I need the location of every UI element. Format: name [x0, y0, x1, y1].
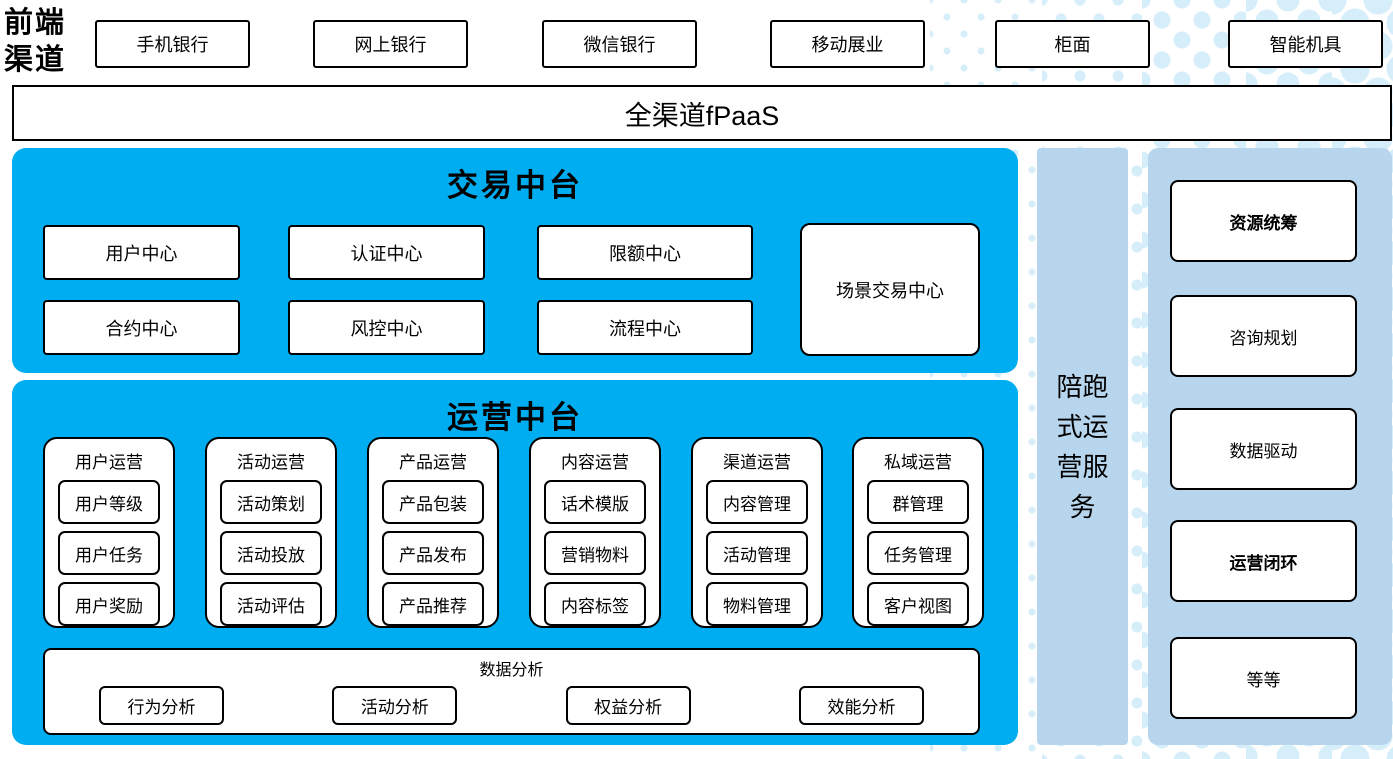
group-channel-operations: 渠道运营 内容管理 活动管理 物料管理 — [691, 437, 823, 628]
op-item: 用户奖励 — [58, 582, 160, 626]
channel-box-smart-devices: 智能机具 — [1228, 20, 1383, 68]
op-item: 活动管理 — [706, 531, 808, 575]
data-analysis-title: 数据分析 — [479, 662, 544, 679]
op-item: 内容标签 — [544, 582, 646, 626]
op-item: 营销物料 — [544, 531, 646, 575]
box-process-center: 流程中心 — [537, 300, 753, 355]
group-activity-operations: 活动运营 活动策划 活动投放 活动评估 — [205, 437, 337, 628]
box-consulting-planning: 咨询规划 — [1170, 295, 1357, 377]
group-header: 内容运营 — [561, 453, 629, 472]
companion-operations-service-label: 陪跑式运营服务 — [1056, 371, 1109, 522]
transaction-platform-section: 交易中台 用户中心 认证中心 限额中心 合约中心 风控中心 流程中心 场景交易中… — [12, 148, 1018, 373]
services-panel: 资源统筹 咨询规划 数据驱动 运营闭环 等等 — [1148, 148, 1392, 745]
data-analysis-panel: 数据分析 行为分析 活动分析 权益分析 效能分析 — [43, 648, 980, 735]
op-item: 产品推荐 — [382, 582, 484, 626]
op-item: 任务管理 — [867, 531, 969, 575]
box-operations-closed-loop: 运营闭环 — [1170, 520, 1357, 602]
channel-box-wechat-banking: 微信银行 — [542, 20, 697, 68]
op-item: 活动投放 — [220, 531, 322, 575]
op-item: 物料管理 — [706, 582, 808, 626]
op-item: 客户视图 — [867, 582, 969, 626]
data-analysis-row: 行为分析 活动分析 权益分析 效能分析 — [45, 686, 978, 725]
box-scenario-transaction-center: 场景交易中心 — [800, 223, 980, 356]
op-item: 活动评估 — [220, 582, 322, 626]
op-item: 用户等级 — [58, 480, 160, 524]
channel-box-mobile-marketing: 移动展业 — [770, 20, 925, 68]
op-item: 活动策划 — [220, 480, 322, 524]
channel-box-online-banking: 网上银行 — [313, 20, 468, 68]
group-product-operations: 产品运营 产品包装 产品发布 产品推荐 — [367, 437, 499, 628]
op-item: 群管理 — [867, 480, 969, 524]
op-item: 内容管理 — [706, 480, 808, 524]
group-header: 产品运营 — [399, 453, 467, 472]
box-resource-coordination: 资源统筹 — [1170, 180, 1357, 262]
companion-operations-service-bar: 陪跑式运营服务 — [1037, 148, 1128, 745]
box-contract-center: 合约中心 — [43, 300, 240, 355]
group-header: 渠道运营 — [723, 453, 791, 472]
operations-platform-title: 运营中台 — [447, 400, 583, 435]
transaction-platform-title: 交易中台 — [447, 168, 583, 203]
group-header: 用户运营 — [75, 453, 143, 472]
group-header: 活动运营 — [237, 453, 305, 472]
group-user-operations: 用户运营 用户等级 用户任务 用户奖励 — [43, 437, 175, 628]
channel-box-counter: 柜面 — [995, 20, 1150, 68]
front-channels-label: 前端渠道 — [4, 7, 67, 76]
box-etc: 等等 — [1170, 637, 1357, 719]
box-data-driven: 数据驱动 — [1170, 408, 1357, 490]
box-activity-analysis: 活动分析 — [332, 686, 458, 725]
op-item: 用户任务 — [58, 531, 160, 575]
channel-box-mobile-banking: 手机银行 — [95, 20, 250, 68]
box-benefit-analysis: 权益分析 — [565, 686, 691, 725]
group-content-operations: 内容运营 话术模版 营销物料 内容标签 — [529, 437, 661, 628]
group-header: 私域运营 — [884, 453, 952, 472]
box-auth-center: 认证中心 — [288, 225, 485, 280]
op-item: 话术模版 — [544, 480, 646, 524]
box-user-center: 用户中心 — [43, 225, 240, 280]
box-behavior-analysis: 行为分析 — [99, 686, 224, 725]
box-efficiency-analysis: 效能分析 — [798, 686, 924, 725]
box-risk-center: 风控中心 — [288, 300, 485, 355]
op-item: 产品发布 — [382, 531, 484, 575]
box-limit-center: 限额中心 — [537, 225, 753, 280]
group-private-domain-operations: 私域运营 群管理 任务管理 客户视图 — [852, 437, 984, 628]
op-item: 产品包装 — [382, 480, 484, 524]
omnichannel-fpaas-bar: 全渠道fPaaS — [12, 85, 1392, 141]
operations-platform-section: 运营中台 用户运营 用户等级 用户任务 用户奖励 活动运营 活动策划 活动投放 … — [12, 380, 1018, 745]
